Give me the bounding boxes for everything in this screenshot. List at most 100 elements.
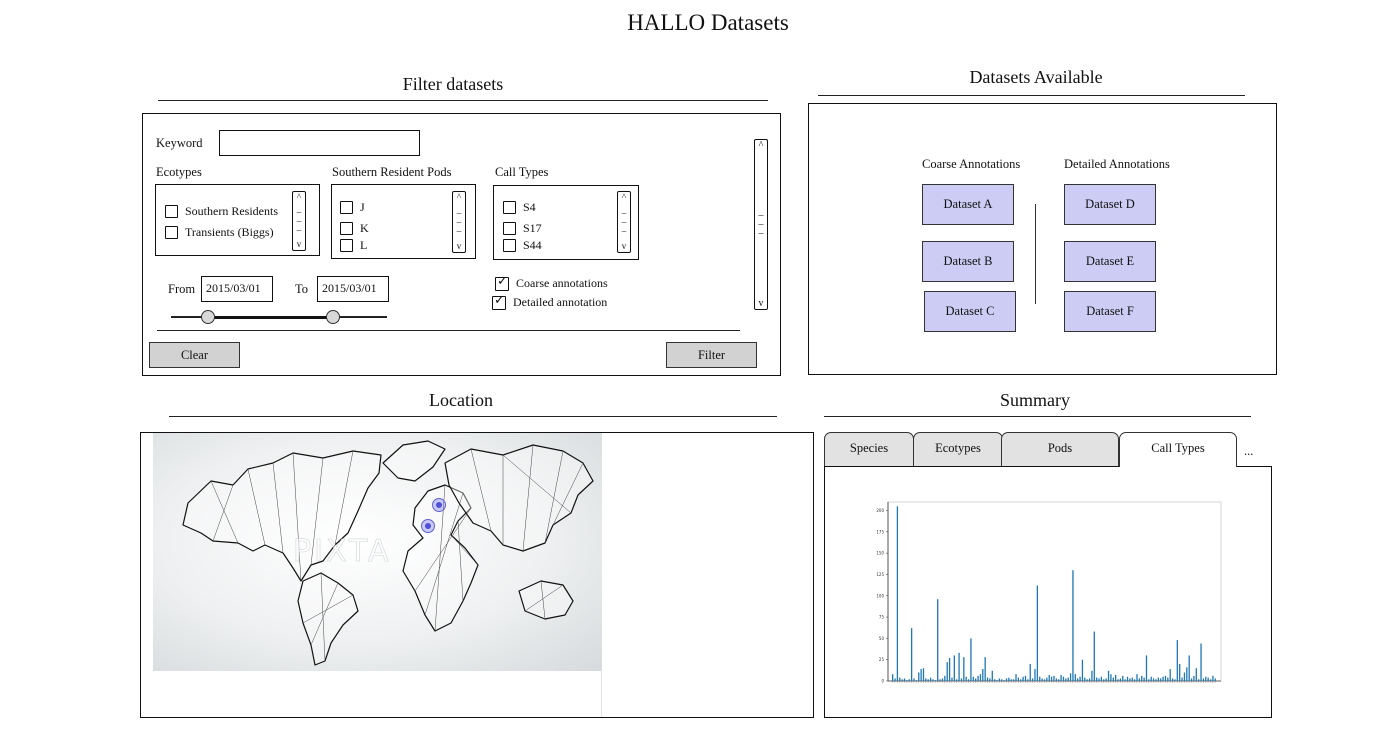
chart-bar — [1086, 679, 1088, 681]
chart-y-tick-label: 200 — [876, 508, 884, 513]
chart-bar — [1060, 675, 1062, 681]
scroll-up-icon[interactable]: ^ — [296, 192, 302, 202]
pods-listbox[interactable]: J K L ^ ––– v — [331, 184, 476, 259]
chart-bar — [1198, 679, 1200, 681]
ecotype-option-transients[interactable]: Transients (Biggs) — [165, 225, 274, 240]
chart-bar — [1167, 677, 1169, 681]
pod-checkbox[interactable] — [340, 239, 353, 252]
ecotype-checkbox[interactable] — [165, 226, 178, 239]
chart-bar — [1043, 679, 1046, 681]
coarse-annotations-label: Coarse annotations — [516, 276, 608, 290]
from-date-input[interactable]: 2015/03/01 — [201, 276, 273, 302]
chart-bar — [1186, 667, 1188, 681]
dataset-b-button[interactable]: Dataset B — [922, 241, 1014, 282]
chart-bar — [1110, 674, 1112, 681]
date-range-start-handle[interactable] — [201, 310, 215, 324]
chart-bar — [984, 657, 986, 681]
detailed-annotation-option[interactable]: ✓ Detailed annotation — [492, 292, 607, 310]
coarse-annotations-checkbox[interactable]: ✓ — [495, 273, 509, 291]
chart-bar — [894, 678, 896, 681]
filter-section-title: Filter datasets — [402, 74, 504, 94]
ecotypes-scrollbar[interactable]: ^ ––– v — [292, 191, 306, 251]
pod-option-l[interactable]: L — [340, 238, 367, 253]
chart-bar — [1200, 643, 1202, 681]
chart-bar — [986, 677, 989, 681]
call-type-checkbox[interactable] — [503, 239, 516, 252]
call-type-option-s44[interactable]: S44 — [503, 238, 542, 253]
world-map-graphic: PIXTA — [182, 440, 594, 666]
location-pin-2[interactable] — [421, 519, 435, 533]
chart-bar — [1091, 670, 1093, 681]
chart-bar — [1079, 676, 1081, 681]
call-type-checkbox[interactable] — [503, 201, 516, 214]
call-type-option-s4[interactable]: S4 — [503, 200, 536, 215]
chart-bar — [1112, 677, 1114, 681]
dataset-f-button[interactable]: Dataset F — [1064, 291, 1156, 332]
location-section-title: Location — [429, 390, 493, 410]
scroll-up-icon[interactable]: ^ — [621, 192, 627, 202]
location-pin-1[interactable] — [432, 498, 446, 512]
to-date-input[interactable]: 2015/03/01 — [317, 276, 389, 302]
filter-panel-scrollbar[interactable]: ^ ––– v — [754, 139, 768, 310]
clear-button[interactable]: Clear — [149, 342, 240, 368]
ecotypes-listbox[interactable]: Southern Residents Transients (Biggs) ^ … — [155, 184, 320, 256]
call-types-listbox[interactable]: S4 S17 S44 ^ ––– v — [493, 185, 639, 260]
tab-species[interactable]: Species — [824, 432, 914, 466]
dataset-a-button[interactable]: Dataset A — [922, 184, 1014, 225]
call-type-option-s17[interactable]: S17 — [503, 221, 542, 236]
pod-checkbox[interactable] — [340, 201, 353, 214]
world-map[interactable]: PIXTA — [153, 433, 602, 671]
pod-checkbox[interactable] — [340, 222, 353, 235]
chart-bar — [1207, 677, 1209, 681]
tab-ecotypes[interactable]: Ecotypes — [913, 432, 1003, 466]
pod-option-k[interactable]: K — [340, 221, 369, 236]
more-tabs-indicator[interactable]: ... — [1244, 444, 1254, 458]
ecotype-option-southern-residents[interactable]: Southern Residents — [165, 204, 278, 219]
scroll-track-icon: ––– — [296, 206, 302, 235]
scroll-up-icon[interactable]: ^ — [456, 192, 462, 202]
chart-bar — [1131, 677, 1133, 681]
call-types-scrollbar[interactable]: ^ ––– v — [617, 191, 631, 253]
chart-y-tick-label: 175 — [876, 529, 884, 534]
pod-option-j[interactable]: J — [340, 200, 365, 215]
dataset-e-button[interactable]: Dataset E — [1064, 241, 1156, 282]
tab-pods[interactable]: Pods — [1001, 432, 1119, 466]
chart-bar — [989, 678, 991, 681]
scroll-down-icon[interactable]: v — [296, 239, 302, 249]
scroll-down-icon[interactable]: v — [456, 241, 462, 251]
filter-button[interactable]: Filter — [666, 342, 757, 368]
dataset-d-button[interactable]: Dataset D — [1064, 184, 1156, 225]
chart-bar — [1031, 678, 1034, 681]
scroll-down-icon[interactable]: v — [621, 241, 627, 251]
chart-bar — [910, 628, 913, 681]
scroll-down-icon[interactable]: v — [758, 298, 764, 309]
ecotype-checkbox[interactable] — [165, 205, 178, 218]
chart-bar — [1179, 663, 1181, 681]
dataset-c-button[interactable]: Dataset C — [924, 291, 1016, 332]
chart-bar — [972, 676, 974, 681]
chart-y-tick-label: 125 — [876, 572, 884, 577]
detailed-annotation-checkbox[interactable]: ✓ — [492, 292, 506, 310]
chart-bar — [908, 679, 910, 681]
call-type-checkbox[interactable] — [503, 222, 516, 235]
chart-bar — [1188, 655, 1190, 681]
chart-bar — [1074, 674, 1076, 681]
chart-bar — [1001, 679, 1003, 681]
pod-option-label: J — [360, 200, 365, 214]
chart-bar — [1202, 678, 1205, 681]
date-range-end-handle[interactable] — [326, 310, 340, 324]
chart-bar — [927, 679, 929, 681]
summary-title-underline — [824, 416, 1251, 417]
map-watermark: PIXTA — [293, 534, 391, 569]
tab-call-types[interactable]: Call Types — [1119, 432, 1237, 467]
filter-divider — [157, 330, 740, 331]
chart-bar — [1024, 675, 1027, 681]
pods-scrollbar[interactable]: ^ ––– v — [452, 191, 466, 253]
scroll-up-icon[interactable]: ^ — [758, 140, 764, 151]
chart-bar — [1148, 679, 1150, 681]
keyword-input[interactable] — [219, 130, 420, 156]
chart-bar — [1103, 679, 1105, 681]
coarse-annotations-option[interactable]: ✓ Coarse annotations — [495, 273, 608, 291]
chart-bar — [1022, 676, 1024, 681]
chart-bar — [1119, 678, 1122, 681]
